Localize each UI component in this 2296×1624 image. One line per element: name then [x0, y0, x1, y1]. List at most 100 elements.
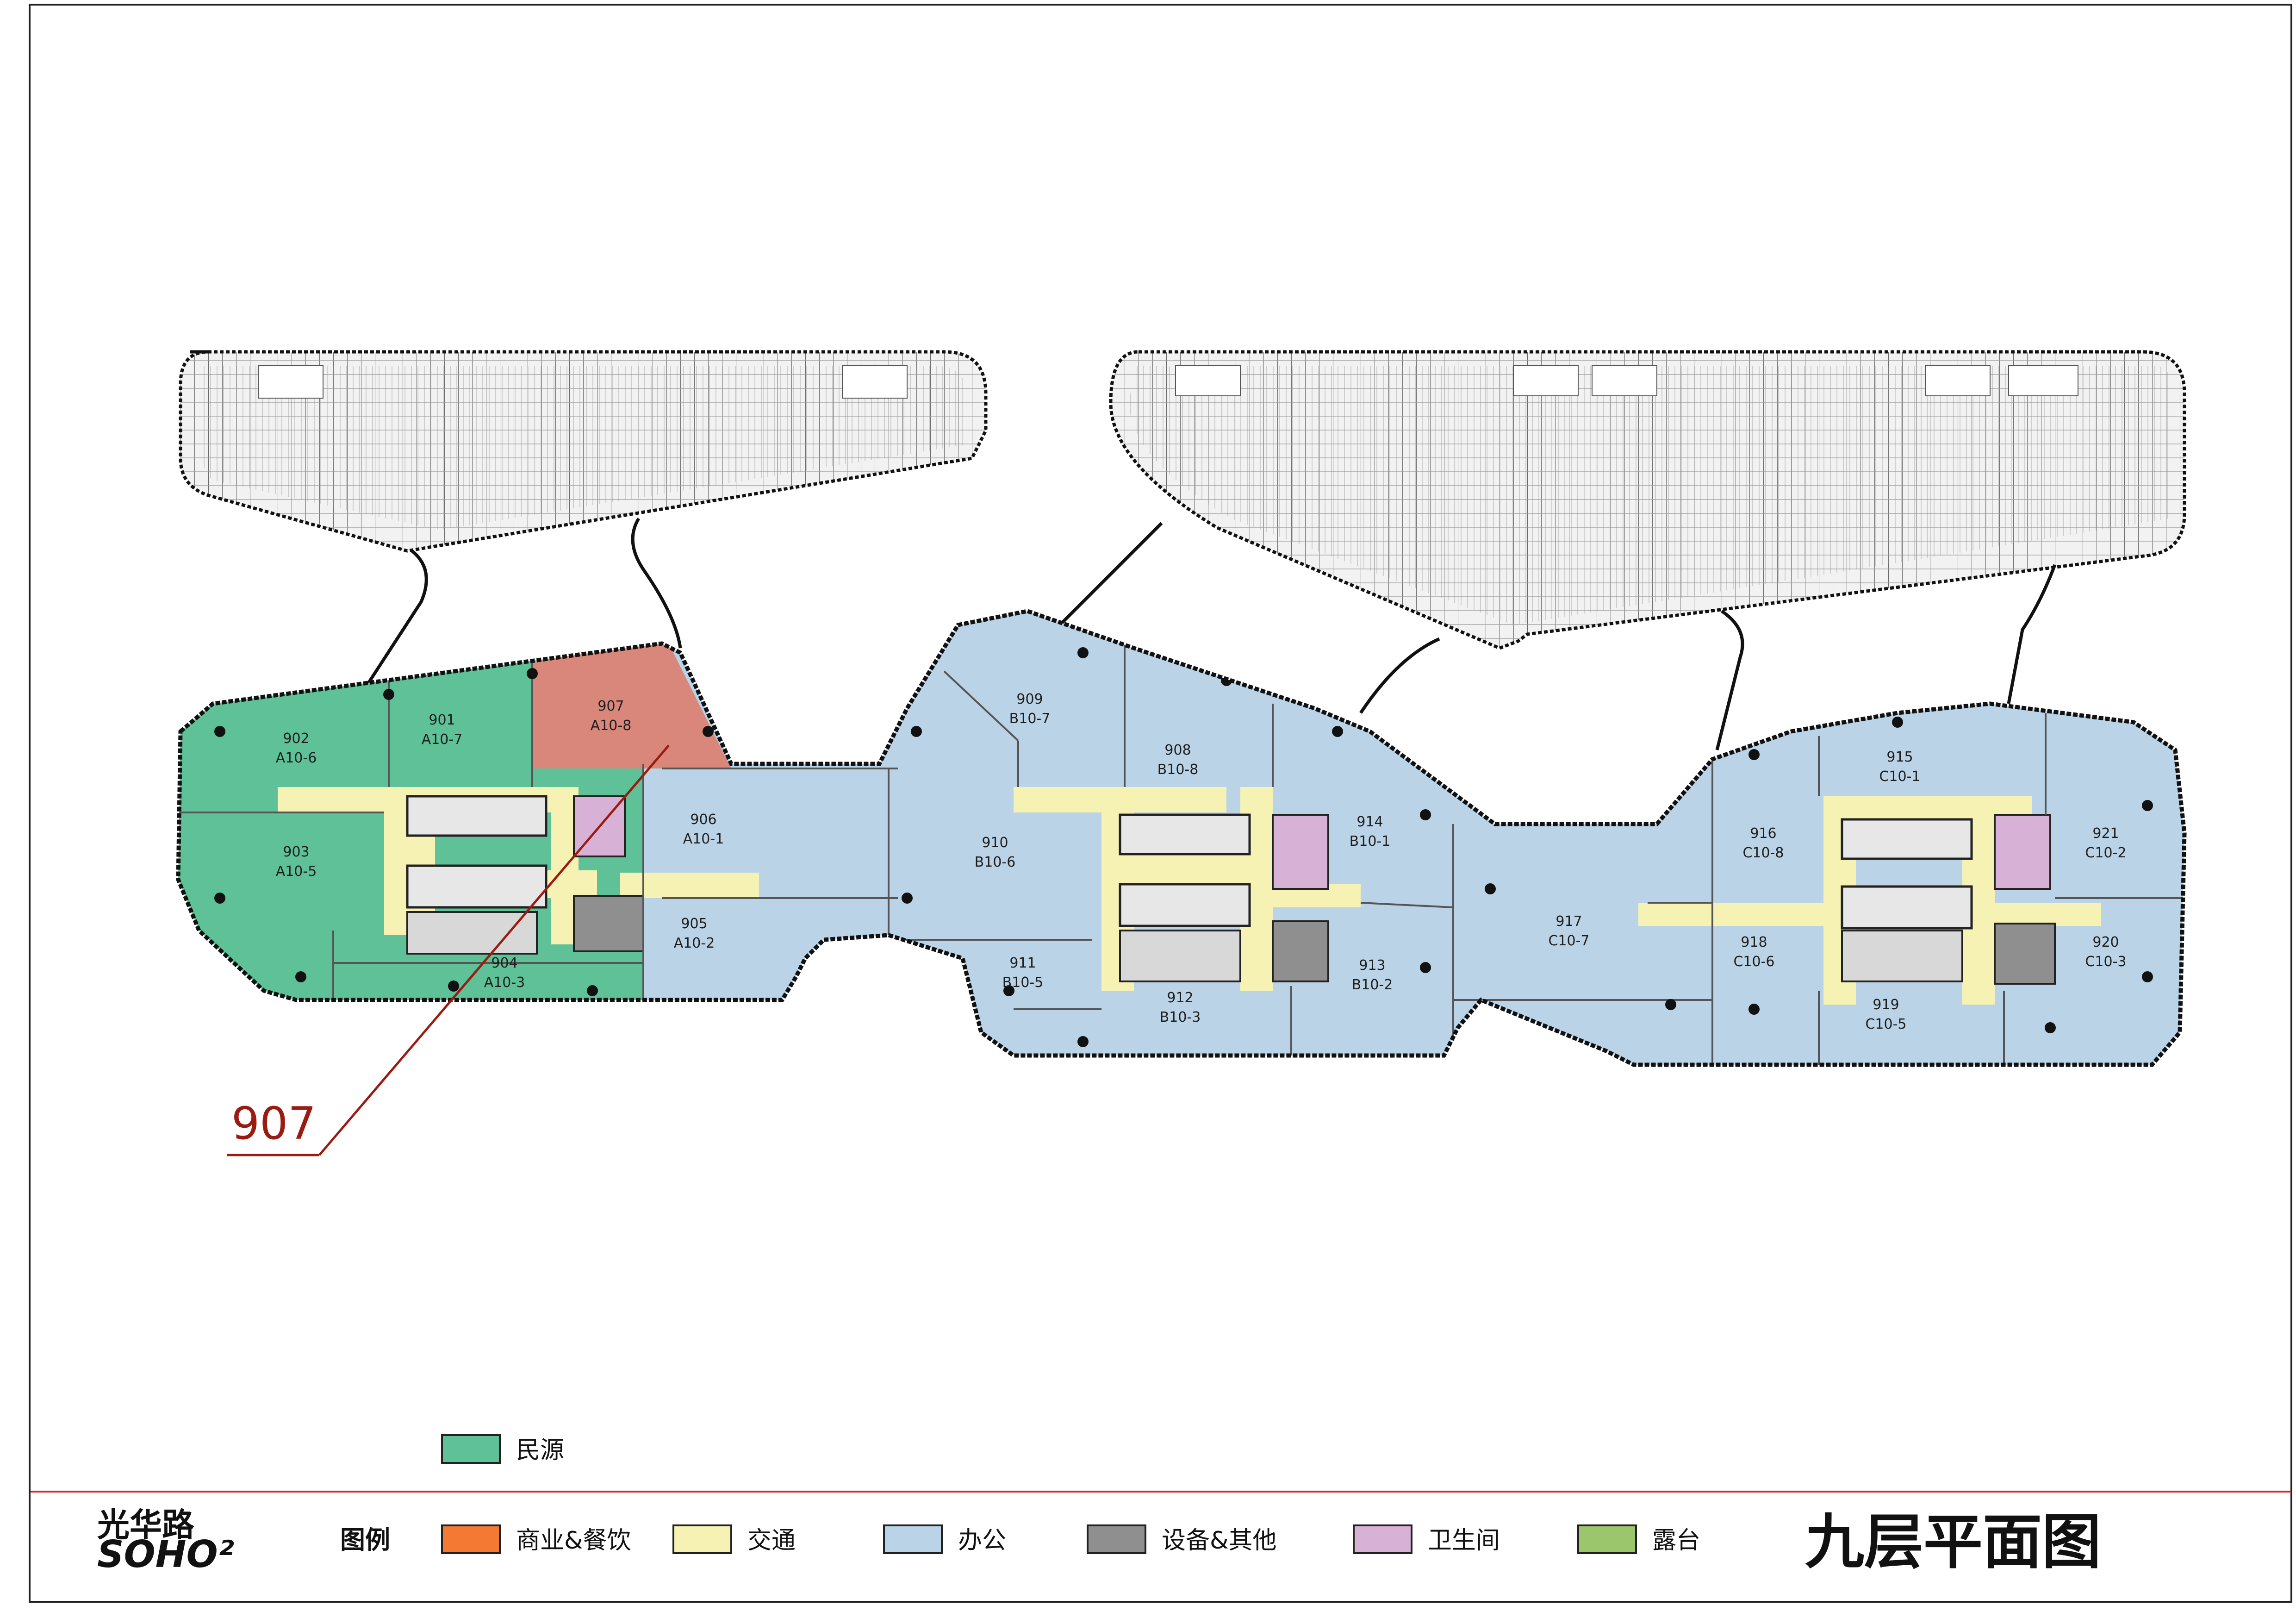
tenant-legend: 民源: [441, 1434, 564, 1464]
legend-label: 商业&餐饮: [516, 1527, 631, 1555]
legend-swatch: [883, 1524, 943, 1554]
legend-swatch: [1353, 1524, 1412, 1554]
room-code: A10-1: [683, 831, 724, 847]
room-code: B10-5: [1002, 974, 1044, 991]
room-number: 901: [429, 712, 455, 728]
room-number: 913: [1359, 957, 1385, 974]
room-number: 919: [1873, 997, 1899, 1013]
room-code: B10-3: [1160, 1009, 1201, 1025]
room-code: B10-7: [1009, 711, 1051, 727]
room-code: C10-1: [1879, 768, 1920, 785]
room-code: C10-8: [1742, 845, 1784, 861]
room-number: 916: [1750, 825, 1776, 842]
room-number: 909: [1016, 691, 1043, 707]
room-number: 911: [1009, 955, 1036, 971]
legend-label: 办公: [958, 1527, 1006, 1555]
legend-item: 露台: [1577, 1524, 1700, 1555]
room-number: 904: [491, 955, 517, 971]
room-number: 912: [1167, 990, 1193, 1006]
legend-label: 交通: [747, 1527, 796, 1555]
room-code: C10-5: [1865, 1016, 1906, 1032]
room-code: A10-5: [276, 863, 317, 880]
room-number: 915: [1886, 749, 1913, 765]
room-code: A10-7: [422, 731, 463, 748]
legend-swatch: [1087, 1524, 1146, 1554]
room-number: 921: [2092, 825, 2119, 842]
room-code: A10-6: [276, 750, 317, 766]
floor-plate-outline: [176, 609, 2187, 1067]
tenant-legend-label: 民源: [516, 1437, 564, 1464]
room-number: 907: [597, 698, 624, 714]
room-code: B10-8: [1157, 762, 1199, 778]
logo-line1: 光华路: [97, 1506, 195, 1544]
callout-label: 907: [231, 1098, 316, 1149]
room-code: B10-1: [1350, 833, 1391, 849]
sheet-frame: [29, 4, 2292, 1603]
room-code: B10-6: [975, 854, 1016, 870]
legend-label: 露台: [1652, 1527, 1700, 1555]
room-number: 908: [1164, 742, 1191, 758]
legend-heading: 图例: [340, 1525, 390, 1555]
legend-swatch: [441, 1524, 501, 1554]
room-number: 910: [982, 835, 1008, 851]
room-code: C10-7: [1548, 933, 1589, 949]
sheet-title: 九层平面图: [1805, 1508, 2101, 1577]
legend-label: 卫生间: [1428, 1527, 1500, 1555]
brand-logo: 光华路 SOHO²: [97, 1506, 234, 1576]
legend-item: 设备&其他: [1087, 1524, 1277, 1555]
legend-item: 卫生间: [1353, 1524, 1500, 1555]
room-code: C10-3: [2085, 954, 2126, 970]
legend-item: 办公: [883, 1524, 1006, 1555]
room-number: 903: [283, 844, 309, 860]
legend: 商业&餐饮 交通 办公 设备&其他 卫生间 露台: [441, 1524, 1700, 1555]
room-code: A10-8: [591, 718, 632, 734]
room-number: 914: [1356, 814, 1383, 830]
logo-line2: SOHO²: [97, 1533, 234, 1576]
tenant-legend-swatch: [441, 1434, 501, 1464]
room-code: B10-2: [1352, 977, 1393, 993]
room-number: 920: [2092, 934, 2119, 950]
unit-907-highlight: [532, 639, 731, 768]
core-west: [406, 795, 644, 955]
legend-item: 交通: [672, 1524, 796, 1555]
room-number: 902: [283, 731, 309, 747]
room-code: C10-2: [2085, 845, 2126, 861]
legend-swatch: [672, 1524, 732, 1554]
callout-907: 907: [227, 744, 670, 1156]
legend-label: 设备&其他: [1162, 1527, 1277, 1555]
core-center: [1119, 813, 1329, 982]
partitions: [178, 639, 2184, 1065]
legend-swatch: [1577, 1524, 1637, 1554]
room-number: 917: [1556, 913, 1582, 930]
room-code: C10-6: [1733, 954, 1774, 970]
room-number: 906: [690, 812, 716, 828]
room-code: A10-3: [484, 974, 525, 991]
legend-item: 商业&餐饮: [441, 1524, 631, 1555]
room-number: 918: [1741, 934, 1767, 950]
room-number: 905: [681, 916, 707, 932]
